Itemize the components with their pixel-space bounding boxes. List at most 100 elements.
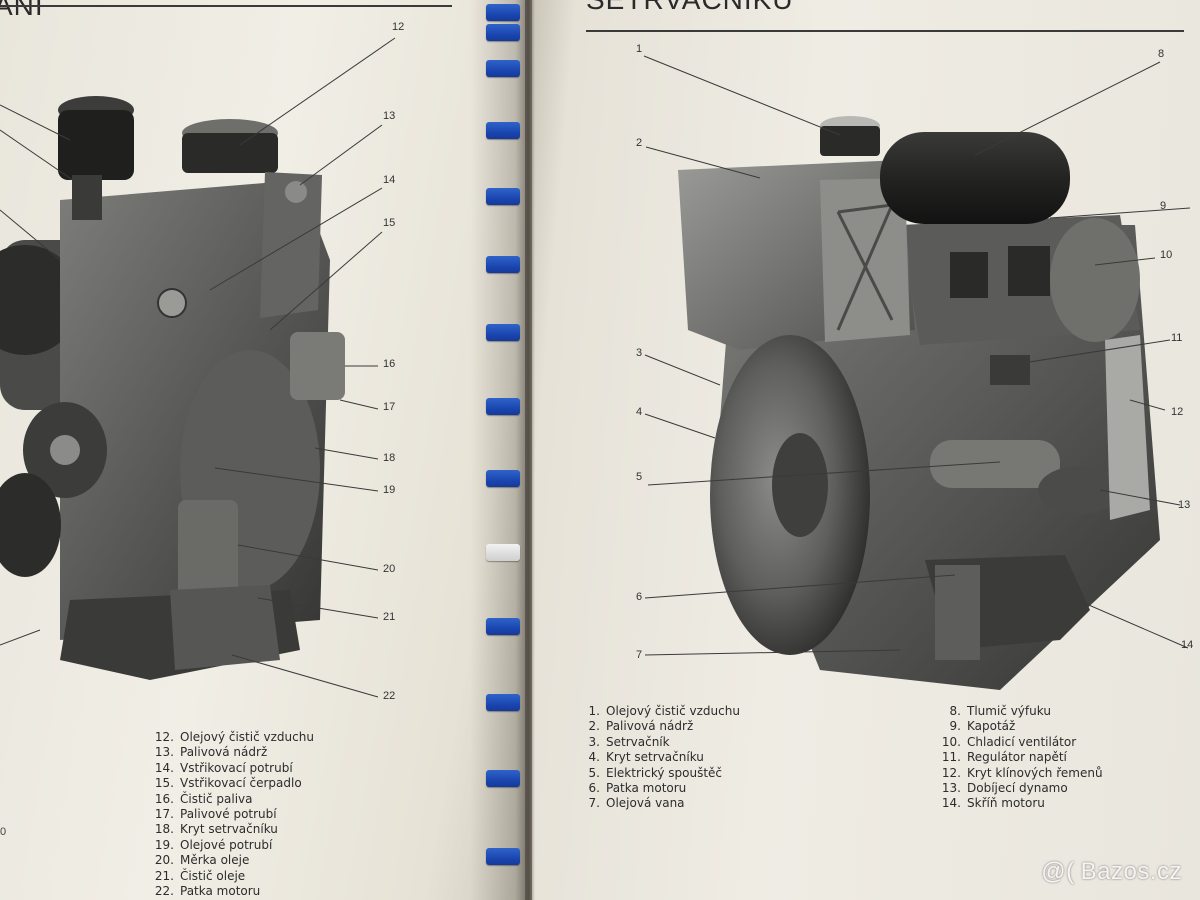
right-callout-6: 6 [636,591,643,603]
left-callout-13: 13 [383,110,396,122]
right-callout-8: 8 [1158,48,1165,60]
legend-item: 3.Setrvačník [588,734,670,749]
legend-item: 22.Patka motoru [154,884,261,899]
right-callout-1: 1 [636,43,643,55]
right-engine-starter [930,440,1060,488]
legend-item: 21.Čistič oleje [154,868,246,883]
left-page-legend: 12.Olejový čistič vzduchu 13.Palivová ná… [150,730,314,899]
binding-coil [486,618,520,635]
left-engine-air-filter [58,110,134,180]
legend-item: 5.Elektrický spouštěč [588,765,723,780]
right-engine-vent-2 [1008,246,1050,296]
legend-item: 8.Tlumič výfuku [949,704,1051,718]
left-callout-12: 12 [392,21,405,33]
left-callout-17: 17 [383,401,396,413]
right-engine-tank-ribs [836,203,894,331]
legend-item: 14.Skříň motoru [941,796,1045,811]
left-engine-fuel-tank [260,172,322,318]
legend-item: 14.Vstřikovací potrubí [154,760,293,775]
right-page-legend-left: 1.Olejový čistič vzduchu 2.Palivová nádr… [586,704,740,812]
right-callout-4: 4 [636,406,643,418]
right-engine-voltage-regulator [990,355,1030,385]
left-callout-19: 19 [383,484,396,496]
right-engine-illustration [678,116,1160,690]
binding-coil [486,4,520,21]
left-engine-belt-guard [0,473,61,577]
left-engine-illustration [0,96,345,680]
legend-item: 10.Chladicí ventilátor [941,734,1077,749]
right-page-heading: SETRVAČNÍKU [586,0,794,14]
binding-coil [486,122,520,139]
right-callout-10: 10 [1160,249,1173,261]
legend-item: 13.Dobíjecí dynamo [941,781,1068,796]
left-engine-fan-grille [0,245,80,355]
binding-coil [486,256,520,273]
legend-item: 7.Olejová vana [588,796,685,811]
left-engine-intake [72,175,102,220]
right-leader-lines [643,55,1191,656]
binding-coil [486,770,520,787]
binding-coil [486,324,520,341]
legend-item: 2.Palivová nádrž [588,719,694,734]
binding-coil [486,544,520,561]
right-engine-vent-1 [950,252,988,298]
legend-item: 12.Olejový čistič vzduchu [154,730,314,744]
left-callout-14: 14 [383,174,396,186]
legend-item: 11.Regulátor napětí [941,750,1067,765]
left-page-heading: ÁNÍ [0,0,44,21]
right-callout-2: 2 [636,137,643,149]
binding-coil [486,24,520,41]
right-engine-muffler [880,132,1070,224]
watermark: @(Bazos.cz [1041,858,1182,886]
left-callout-20: 20 [383,563,396,575]
right-engine-fan-housing [1050,218,1140,342]
binding-coil [486,60,520,77]
left-callout-15: 15 [383,217,396,229]
right-engine-dynamo [1038,466,1122,514]
left-callout-21: 21 [383,611,396,623]
legend-item: 13.Palivová nádrž [154,745,268,760]
left-leader-lines [0,37,396,698]
legend-item: 19.Olejové potrubí [154,837,273,852]
left-engine-logo-badge [285,181,307,203]
legend-item: 4.Kryt setrvačníku [588,750,704,765]
left-engine-oil-filter [182,133,278,173]
legend-item: 20.Měrka oleje [154,853,250,868]
watermark-logo: @( [1041,858,1075,885]
legend-item: 18.Kryt setrvačníku [154,822,278,837]
left-heading-rule [0,5,452,7]
legend-item: 16.Čistič paliva [154,791,253,806]
left-callout-16: 16 [383,358,396,370]
right-callout-5: 5 [636,471,643,483]
right-heading-rule [586,30,1184,32]
right-engine-mount [935,565,980,660]
left-engine-oil-cleaner [178,500,238,615]
right-callout-9: 9 [1160,200,1167,212]
right-engine-belt-cover [1105,335,1150,520]
binding-coil [486,848,520,865]
watermark-text: Bazos.cz [1080,858,1182,885]
right-callout-7: 7 [636,649,643,661]
legend-item: 12.Kryt klínových řemenů [941,765,1103,780]
right-callout-14: 14 [1181,639,1194,651]
legend-item: 15.Vstřikovací čerpadlo [154,776,302,791]
binding-coil [486,470,520,487]
left-engine-fuel-cleaner [290,332,345,400]
left-engine-gauge [157,288,187,318]
left-engine-mount [170,585,280,670]
legend-item: 17.Palivové potrubí [154,807,277,822]
legend-item: 9.Kapotáž [949,719,1016,734]
right-callout-13: 13 [1178,499,1191,511]
right-engine-flywheel-hub [772,433,828,537]
left-callout-22: 22 [383,690,396,702]
right-callout-12: 12 [1171,406,1184,418]
legend-item: 6.Patka motoru [588,781,687,796]
left-engine-pulley-hub [50,435,80,465]
right-callout-3: 3 [636,347,643,359]
right-callout-11: 11 [1171,332,1183,344]
right-page-legend-right: 8.Tlumič výfuku 9.Kapotáž 10.Chladicí ve… [935,704,1103,812]
binding-coil [486,398,520,415]
binding-coil [486,188,520,205]
legend-item: 1.Olejový čistič vzduchu [588,704,740,718]
